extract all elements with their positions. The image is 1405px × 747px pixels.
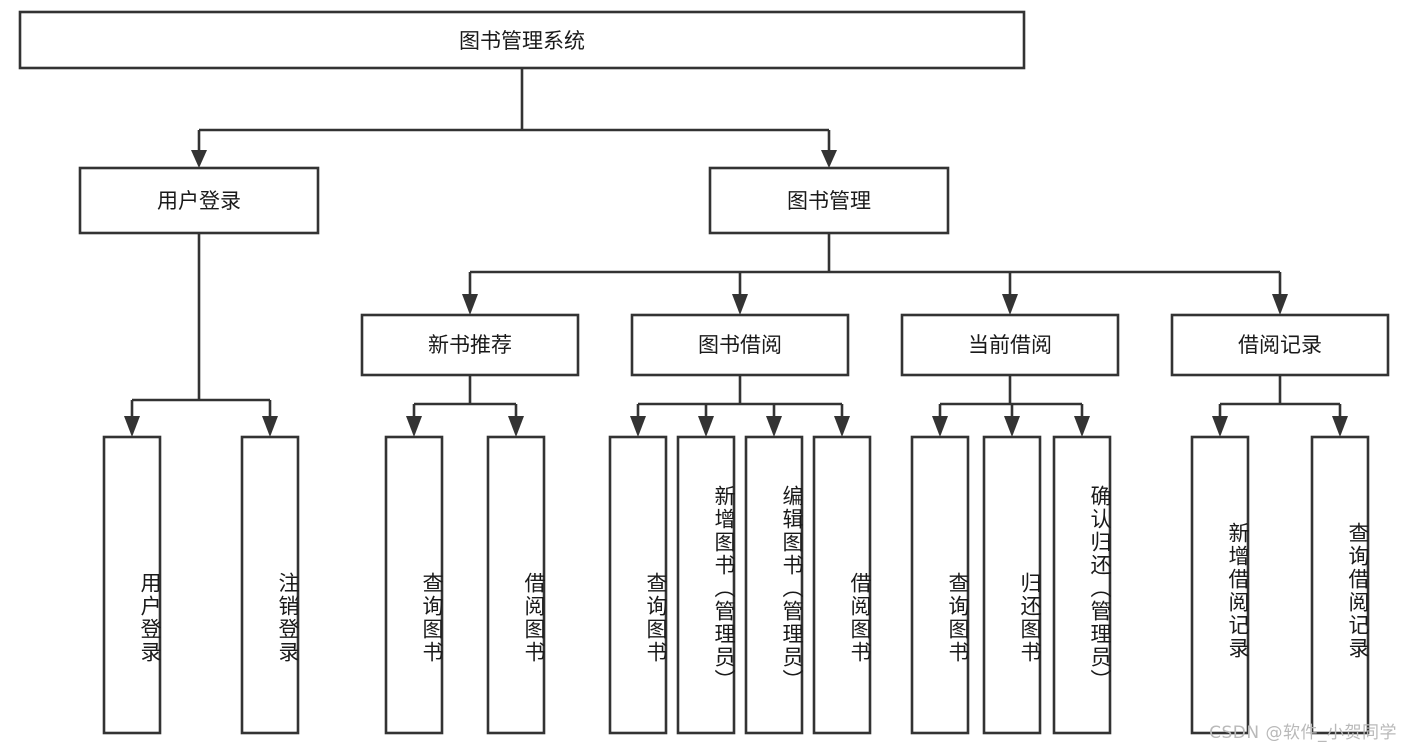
leaf-box-confirm-return[interactable] (1052, 435, 1112, 735)
node-borrow-record-box[interactable] (1170, 313, 1390, 377)
arrow-to-current-borrow (1002, 294, 1018, 315)
arrow-to-borrow-record (1272, 294, 1288, 315)
leaf-box-edit-book[interactable] (744, 435, 804, 735)
arrow-to-leaf-confirm-return (1074, 416, 1090, 437)
arrow-to-leaf-borrow-book-1 (508, 416, 524, 437)
arrow-to-user-login (191, 150, 207, 168)
leaf-box-query-book-2[interactable] (608, 435, 668, 735)
arrow-to-new-book-recommend (462, 294, 478, 315)
node-borrow-record-label: 借阅记录 (1238, 333, 1322, 357)
arrow-to-book-manage (821, 150, 837, 168)
arrow-to-leaf-add-book (698, 416, 714, 437)
leaf-box-add-book[interactable] (676, 435, 736, 735)
node-current-borrow-label: 当前借阅 (968, 333, 1052, 357)
arrow-to-leaf-borrow-book-2 (834, 416, 850, 437)
leaf-box-query-book-3[interactable] (910, 435, 970, 735)
leaf-box-user-logout[interactable] (240, 435, 300, 735)
node-current-borrow-box[interactable] (900, 313, 1120, 377)
node-new-book-recommend[interactable]: 新书推荐 (360, 313, 580, 377)
node-user-login-label: 用户登录 (157, 189, 241, 213)
leaf-box-return-book[interactable] (982, 435, 1042, 735)
arrow-to-leaf-query-book-1 (406, 416, 422, 437)
arrow-to-leaf-return-book (1004, 416, 1020, 437)
arrow-to-leaf-query-book-2 (630, 416, 646, 437)
arrow-to-leaf-query-borrow-record (1332, 416, 1348, 437)
node-book-borrow[interactable]: 图书借阅 (630, 313, 850, 377)
node-borrow-record[interactable]: 借阅记录 (1170, 313, 1390, 377)
node-book-manage-label: 图书管理 (787, 189, 871, 213)
connector-group-user-login-to-leaves (124, 233, 278, 437)
connector-group-book-manage-to-level2 (462, 233, 1288, 315)
connector-group-current-borrow-to-leaves (932, 375, 1090, 437)
leaf-box-user-login[interactable] (102, 435, 162, 735)
arrow-to-leaf-user-logout (262, 416, 278, 437)
connector-group-new-book-to-leaves (406, 375, 524, 437)
node-root-label: 图书管理系统 (459, 29, 585, 53)
leaf-box-query-book-1[interactable] (384, 435, 444, 735)
node-user-login-box[interactable] (78, 166, 320, 235)
leaf-box-query-borrow-record[interactable] (1310, 435, 1370, 735)
connector-group-root-to-level1 (191, 68, 837, 168)
leaf-box-add-borrow-record[interactable] (1190, 435, 1250, 735)
leaf-box-borrow-book-2[interactable] (812, 435, 872, 735)
arrow-to-leaf-user-login (124, 416, 140, 437)
arrow-to-leaf-add-borrow-record (1212, 416, 1228, 437)
arrow-to-leaf-query-book-3 (932, 416, 948, 437)
node-current-borrow[interactable]: 当前借阅 (900, 313, 1120, 377)
node-new-book-recommend-box[interactable] (360, 313, 580, 377)
node-root-box[interactable] (18, 10, 1026, 70)
arrow-to-book-borrow (732, 294, 748, 315)
node-book-borrow-label: 图书借阅 (698, 333, 782, 357)
node-book-manage-box[interactable] (708, 166, 950, 235)
leaf-box-borrow-book-1[interactable] (486, 435, 546, 735)
node-root[interactable]: 图书管理系统 (18, 10, 1026, 70)
node-book-manage[interactable]: 图书管理 (708, 166, 950, 235)
node-new-book-recommend-label: 新书推荐 (428, 333, 512, 357)
node-user-login[interactable]: 用户登录 (78, 166, 320, 235)
csdn-watermark: CSDN @软件_小贺同学 (1209, 723, 1397, 743)
arrow-to-leaf-edit-book (766, 416, 782, 437)
connector-group-book-borrow-to-leaves (630, 375, 850, 437)
connector-group-borrow-record-to-leaves (1212, 375, 1348, 437)
node-book-borrow-box[interactable] (630, 313, 850, 377)
